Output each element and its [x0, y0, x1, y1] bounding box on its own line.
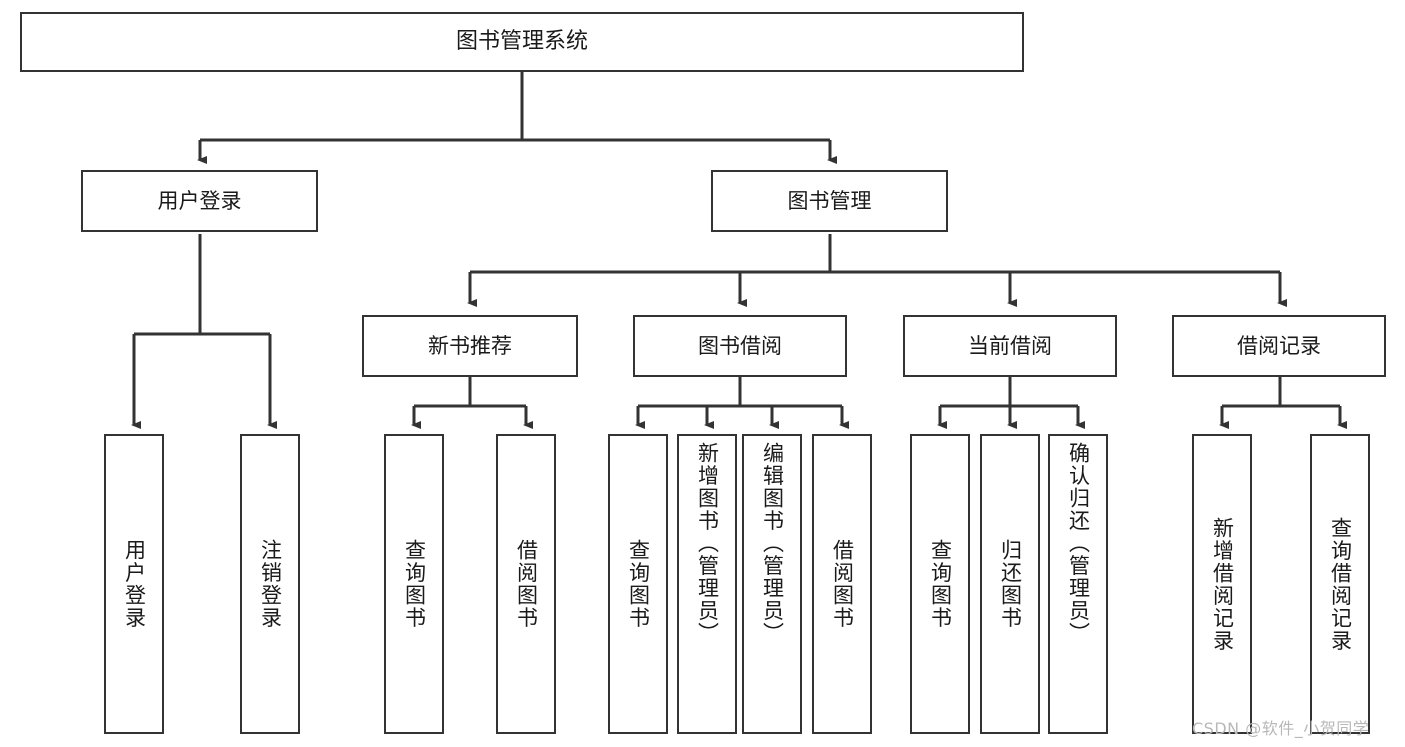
- leaf-logout-login[interactable]: 注销登录: [240, 434, 300, 734]
- leaf-add-book-label: 新增图书（管理员）: [695, 442, 720, 645]
- leaf-confirm-return-label: 确认归还（管理员）: [1066, 442, 1091, 645]
- leaf-query-book-2-label: 查询图书: [626, 539, 651, 629]
- leaf-user-login-label: 用户登录: [122, 539, 147, 629]
- leaf-user-login[interactable]: 用户登录: [104, 434, 164, 734]
- node-book-manage[interactable]: 图书管理: [711, 170, 948, 232]
- leaf-confirm-return[interactable]: 确认归还（管理员）: [1048, 434, 1108, 734]
- node-user-login-label: 用户登录: [157, 188, 242, 213]
- node-current-borrow-label: 当前借阅: [968, 333, 1052, 358]
- leaf-return-book[interactable]: 归还图书: [980, 434, 1040, 734]
- node-root-label: 图书管理系统: [455, 29, 588, 55]
- leaf-add-record-label: 新增借阅记录: [1210, 516, 1235, 652]
- leaf-borrow-book-1-label: 借阅图书: [514, 539, 539, 629]
- leaf-logout-login-label: 注销登录: [258, 539, 283, 629]
- leaf-query-book-1-label: 查询图书: [402, 539, 427, 629]
- node-book-borrow-label: 图书借阅: [698, 333, 782, 358]
- leaf-return-book-label: 归还图书: [998, 539, 1023, 629]
- node-borrow-record[interactable]: 借阅记录: [1172, 315, 1386, 377]
- leaf-borrow-book-2-label: 借阅图书: [830, 539, 855, 629]
- leaf-add-book[interactable]: 新增图书（管理员）: [677, 434, 737, 734]
- node-user-login[interactable]: 用户登录: [81, 170, 318, 232]
- leaf-borrow-book-1[interactable]: 借阅图书: [496, 434, 556, 734]
- leaf-query-book-3-label: 查询图书: [928, 539, 953, 629]
- leaf-query-book-2[interactable]: 查询图书: [608, 434, 668, 734]
- node-root[interactable]: 图书管理系统: [20, 12, 1024, 72]
- node-book-borrow[interactable]: 图书借阅: [633, 315, 847, 377]
- leaf-query-book-1[interactable]: 查询图书: [384, 434, 444, 734]
- leaf-add-record[interactable]: 新增借阅记录: [1192, 434, 1252, 734]
- leaf-query-record[interactable]: 查询借阅记录: [1310, 434, 1370, 734]
- node-current-borrow[interactable]: 当前借阅: [903, 315, 1117, 377]
- node-new-book-recommend-label: 新书推荐: [428, 333, 512, 358]
- leaf-query-book-3[interactable]: 查询图书: [910, 434, 970, 734]
- leaf-edit-book[interactable]: 编辑图书（管理员）: [742, 434, 802, 734]
- leaf-edit-book-label: 编辑图书（管理员）: [760, 442, 785, 645]
- node-borrow-record-label: 借阅记录: [1237, 333, 1321, 358]
- node-book-manage-label: 图书管理: [787, 188, 872, 213]
- leaf-borrow-book-2[interactable]: 借阅图书: [812, 434, 872, 734]
- leaf-query-record-label: 查询借阅记录: [1328, 516, 1353, 652]
- node-new-book-recommend[interactable]: 新书推荐: [362, 315, 578, 377]
